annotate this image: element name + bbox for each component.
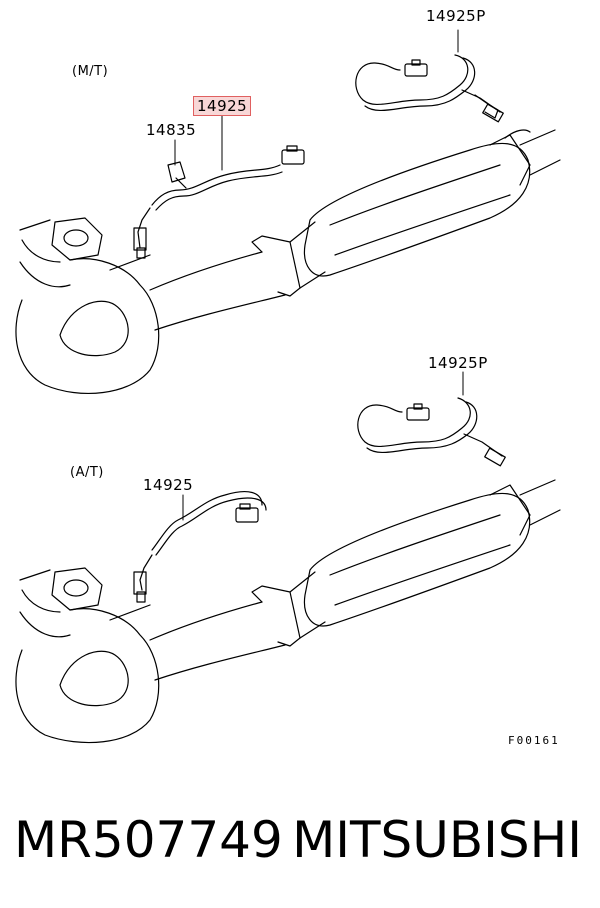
parts-diagram: (M/T) 14925P 14925 14835 (A/T) 14925P 14… bbox=[0, 0, 600, 760]
lower-front-connector bbox=[236, 508, 258, 522]
upper-flange bbox=[52, 218, 102, 260]
upper-rear-connector bbox=[405, 64, 427, 76]
caption-bar: MR507749 MITSUBISHI bbox=[0, 805, 600, 875]
lower-front-sensor bbox=[134, 492, 266, 602]
lower-variant-label: (A/T) bbox=[70, 465, 104, 480]
lower-assembly bbox=[16, 480, 560, 743]
manifold-outer bbox=[16, 259, 159, 394]
upper-front-sensor-label: 14925 bbox=[193, 96, 252, 116]
bracket-14835 bbox=[168, 162, 185, 182]
upper-rear-sensor-label: 14925P bbox=[426, 7, 486, 25]
part-number: MR507749 bbox=[14, 811, 283, 869]
manifold-inner bbox=[60, 301, 128, 355]
manifold-outer-lower bbox=[16, 609, 159, 743]
lower-rear-sensor bbox=[358, 372, 505, 466]
upper-variant-label: (M/T) bbox=[72, 64, 109, 79]
lower-converter bbox=[304, 493, 529, 626]
figure-code: F00161 bbox=[508, 734, 560, 747]
lower-flange bbox=[52, 568, 102, 610]
lower-rear-connector bbox=[407, 408, 429, 420]
bracket-label: 14835 bbox=[146, 121, 197, 139]
lower-rear-sensor-label: 14925P bbox=[428, 354, 488, 372]
upper-converter bbox=[304, 143, 529, 276]
lower-front-sensor-label: 14925 bbox=[143, 476, 194, 494]
brand-name: MITSUBISHI bbox=[292, 811, 582, 869]
upper-front-connector bbox=[282, 150, 304, 164]
upper-rear-sensor bbox=[356, 30, 503, 122]
exhaust-drawing bbox=[0, 0, 600, 760]
upper-assembly bbox=[16, 130, 560, 393]
upper-front-sensor bbox=[134, 112, 304, 258]
